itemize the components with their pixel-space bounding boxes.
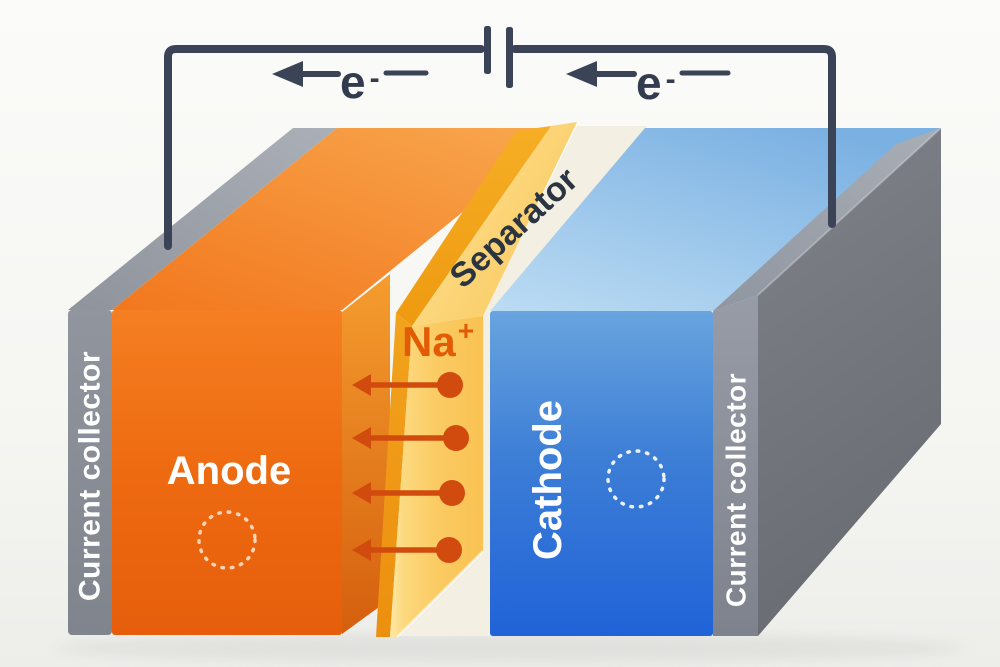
separator-edge-band [396,126,551,326]
external-circuit: e- e- [164,26,836,250]
cathode-front-face [490,311,713,636]
circuit-wire [164,45,836,250]
anode-top-face [112,128,566,310]
separator-bottom-highlight [396,550,484,638]
electron-label-right: e- [636,57,676,109]
separator-edge-strip [376,313,412,637]
floor-shadow [55,633,965,663]
sodium-symbol: Na [402,318,456,365]
cathode-label: Cathode [526,400,570,560]
battery-cell-icon [484,26,513,88]
ion-ball [437,372,463,398]
sodium-ion-arrow [352,425,469,451]
electron-arrowhead-left-icon [272,61,303,87]
ion-flow [352,372,469,563]
battery-plate-long [506,27,513,88]
anode-side-face [342,274,390,634]
anode-block: Anode [112,128,566,635]
cathode-dotted-circle [606,449,666,509]
electron-symbol: e [340,56,366,108]
right-collector-label: Current collector [721,373,752,607]
anode-front-face [112,310,342,635]
sodium-ion-arrow [352,372,463,398]
electron-flow-left: e- [272,56,429,108]
sodium-ion-label: Na+ [402,315,474,365]
electron-symbol: e [636,57,662,109]
electron-arrowhead-right-icon [566,61,597,87]
electron-superscript: - [370,62,380,95]
left-collector-label: Current collector [74,351,107,601]
sodium-superscript: + [458,315,474,346]
electron-label-left: e- [340,56,380,108]
ion-ball [436,537,462,563]
anode-label: Anode [167,449,291,493]
ion-arrowhead [352,427,371,449]
right-collector-front-face [713,295,758,636]
right-collector-top-face [713,128,941,311]
electron-flow-right: e- [566,57,731,109]
left-collector-top-face [68,128,337,310]
ion-arrowhead [352,374,371,396]
ion-ball [443,425,469,451]
sodium-ion-arrow [352,480,465,506]
electron-superscript: - [666,63,676,96]
sodium-ion-arrow [352,537,462,563]
right-collector-side-face [758,128,941,636]
right-collector-bevel [757,127,942,296]
anode-dotted-circle [197,510,257,570]
ion-arrowhead [352,539,371,561]
ion-arrowhead [352,482,371,504]
left-current-collector: Current collector [68,128,337,635]
right-current-collector: Current collector [713,127,942,636]
separator-top-face [412,122,577,326]
ion-ball [439,480,465,506]
battery-plate-short [484,26,491,74]
left-collector-front-face [68,310,112,635]
